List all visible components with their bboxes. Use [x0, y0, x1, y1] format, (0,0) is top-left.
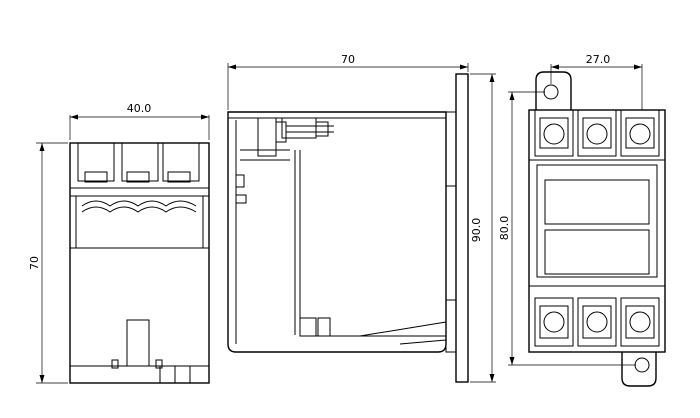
dimension-front-height: 80.0: [498, 91, 636, 366]
top-terminals: [529, 109, 665, 161]
dimension-left-height: 70: [28, 142, 68, 384]
dim-text-70-side: 70: [341, 53, 355, 66]
side-view: 70 90.0: [227, 53, 496, 383]
terminal-screw-icon: [629, 123, 651, 145]
dimension-front-pitch: 27.0: [550, 53, 643, 110]
terminal-screw-icon: [543, 311, 565, 333]
terminal-screw-icon: [586, 123, 608, 145]
terminal-screw-icon: [543, 123, 565, 145]
bottom-terminals: [534, 297, 660, 347]
bottom-mounting-hole: [634, 357, 650, 373]
front-view: 27.0 80.0: [498, 53, 666, 387]
top-terminal-blocks: [70, 142, 209, 197]
dimension-side-depth: 70: [227, 53, 469, 110]
dim-text-90: 90.0: [470, 218, 483, 243]
terminal-screw-icon: [586, 311, 608, 333]
terminal-screw-icon: [629, 311, 651, 333]
dim-text-40: 40.0: [127, 102, 152, 115]
top-mounting-hole: [543, 84, 559, 100]
dim-text-80: 80.0: [498, 216, 511, 241]
dimension-left-width: 40.0: [69, 102, 210, 140]
dimension-side-height: 90.0: [470, 73, 496, 383]
dim-text-70-left: 70: [28, 256, 41, 270]
dim-text-27: 27.0: [586, 53, 611, 66]
left-end-view: 40.0 70: [28, 102, 210, 384]
